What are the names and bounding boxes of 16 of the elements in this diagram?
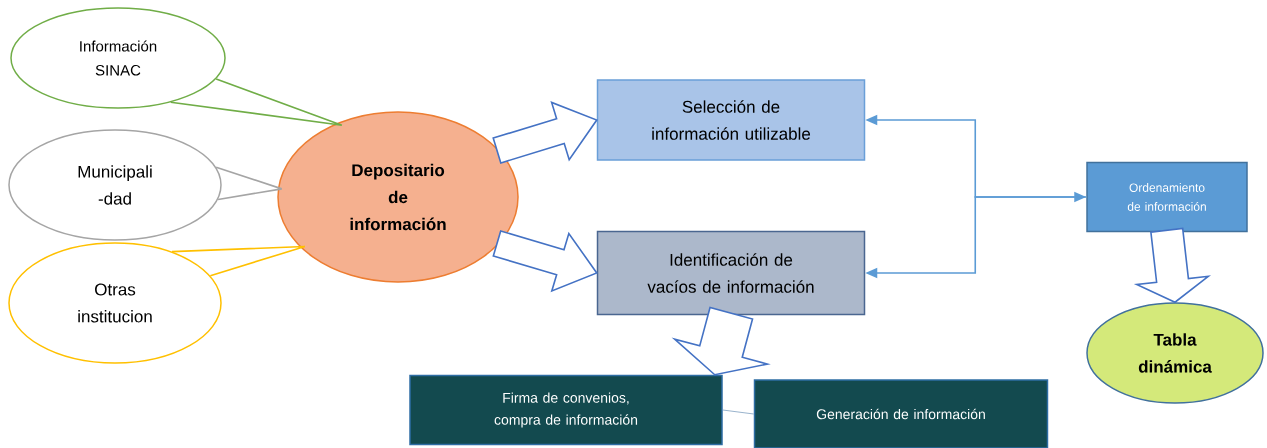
- callout-tail: [215, 166, 283, 201]
- block-arrow: [492, 101, 598, 164]
- connector-line: [722, 409, 755, 415]
- callout-bubble: Información SINAC: [10, 7, 226, 109]
- process-box: Ordenamiento de información: [1086, 161, 1248, 233]
- process-box: Firma de convenios, compra de información: [409, 374, 723, 446]
- process-box: Identificación de vacíos de información: [596, 230, 866, 316]
- callout-bubble: Otras institucion: [8, 242, 222, 364]
- callout-tail: [171, 245, 306, 277]
- process-box: Generación de información: [753, 379, 1049, 448]
- block-arrow: [1133, 227, 1211, 304]
- process-box: Selección de información utilizable: [596, 79, 866, 161]
- callout-tail: [169, 78, 343, 126]
- block-arrow: [492, 230, 598, 293]
- callout-bubble: Municipali -dad: [8, 129, 222, 241]
- block-arrow: [671, 306, 771, 376]
